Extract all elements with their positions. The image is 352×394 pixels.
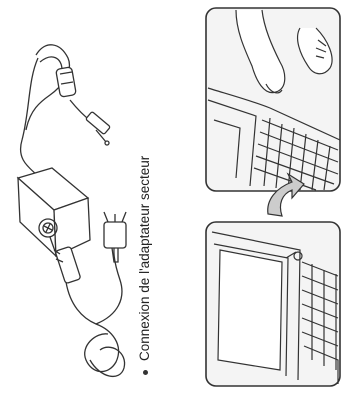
caption-line: Connexion de l'adaptateur secteur — [137, 75, 152, 375]
caption-text: Connexion de l'adaptateur secteur — [137, 156, 152, 361]
bullet-icon — [143, 370, 148, 375]
laptop-illustration-bottom — [206, 222, 340, 386]
ac-adapter-icon — [18, 45, 126, 377]
laptop-illustration — [206, 8, 340, 191]
